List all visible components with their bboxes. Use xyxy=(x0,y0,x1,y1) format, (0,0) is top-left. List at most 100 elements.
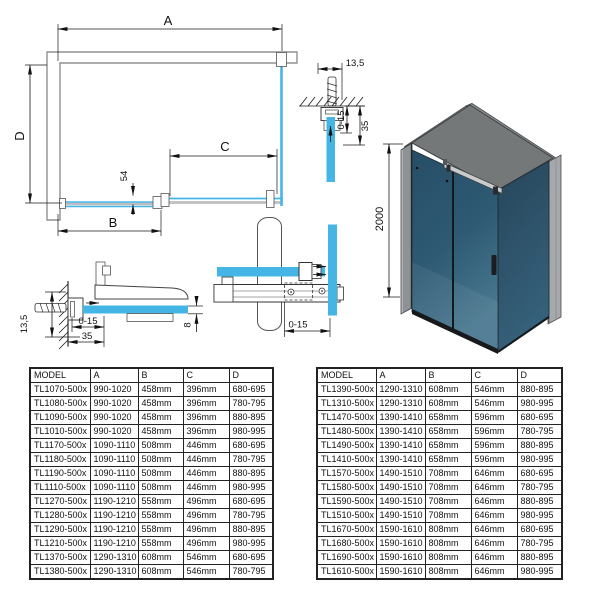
ceiling-detail: 13,5 0-15 35 xyxy=(299,58,371,182)
iso-hinge-dot xyxy=(415,166,419,170)
table-cell: TL1590-500x xyxy=(316,494,377,509)
floor-detail-glass-h xyxy=(217,267,325,277)
table-cell: 608mm xyxy=(137,564,184,580)
table-cell: 646mm xyxy=(470,494,518,509)
table-cell: 446mm xyxy=(182,466,230,481)
table-cell: 396mm xyxy=(182,396,230,411)
table-cell: TL1380-500x xyxy=(29,564,91,580)
dim-015-label: 0-15 xyxy=(336,110,347,129)
dimension-35-top: 35 xyxy=(343,105,371,146)
dim-a-label: A xyxy=(164,13,173,28)
dim-b-label: B xyxy=(109,215,118,230)
table-cell: 646mm xyxy=(470,550,518,565)
table-cell: 1490-1510 xyxy=(375,480,426,495)
table-cell: TL1070-500x xyxy=(29,382,91,397)
table-cell: 780-795 xyxy=(516,536,563,551)
table-cell: 446mm xyxy=(182,452,230,467)
table-cell: TL1270-500x xyxy=(29,494,91,509)
door-mechanism xyxy=(94,261,189,322)
dimension-135-wall: 13,5 xyxy=(19,291,80,338)
iso-right-wall xyxy=(547,154,562,325)
table-cell: TL1190-500x xyxy=(29,466,91,481)
table-cell: 680-695 xyxy=(516,410,563,425)
table-cell: 1090-1110 xyxy=(89,466,139,481)
table-cell: 980-995 xyxy=(516,564,563,580)
dimension-b: B xyxy=(57,210,162,236)
wall-detail-glass xyxy=(83,305,188,314)
dim-54-label: 54 xyxy=(119,171,130,182)
table-cell: 990-1020 xyxy=(89,396,139,411)
table-cell: TL1510-500x xyxy=(316,508,377,523)
table-cell: 880-895 xyxy=(516,550,563,565)
table-cell: 546mm xyxy=(182,564,230,580)
dim-015-wall-label: 0-15 xyxy=(78,316,97,327)
table-cell: 658mm xyxy=(424,452,472,467)
table-cell: 680-695 xyxy=(516,466,563,481)
table-cell: 1190-1210 xyxy=(89,508,139,523)
table-cell: 508mm xyxy=(137,480,184,495)
floor-detail-glass-v xyxy=(328,224,337,316)
table-cell: 708mm xyxy=(424,480,472,495)
table-cell: 658mm xyxy=(424,424,472,439)
table-cell: 708mm xyxy=(424,494,472,509)
dimension-a: A xyxy=(57,13,283,61)
table-cell: 1290-1310 xyxy=(89,550,139,565)
table-cell: 880-895 xyxy=(228,522,274,537)
table-cell: 780-795 xyxy=(228,508,274,523)
table-cell: 780-795 xyxy=(228,564,274,580)
table-cell: 658mm xyxy=(424,438,472,453)
table-cell: 1090-1110 xyxy=(89,438,139,453)
column-header: MODEL xyxy=(316,367,377,383)
table-cell: 980-995 xyxy=(516,396,563,411)
table-cell: TL1170-500x xyxy=(29,438,91,453)
table-cell: 808mm xyxy=(424,522,472,537)
table-cell: 646mm xyxy=(470,536,518,551)
table-cell: 458mm xyxy=(137,382,184,397)
table-cell: 1490-1510 xyxy=(375,508,426,523)
table-cell: 396mm xyxy=(182,410,230,425)
table-cell: 1390-1410 xyxy=(375,410,426,425)
dimension-c: C xyxy=(169,139,278,196)
table-cell: 558mm xyxy=(137,508,184,523)
iso-bottom-rail-front xyxy=(412,309,498,354)
dim-135-label: 13,5 xyxy=(346,58,365,69)
column-header: D xyxy=(516,367,563,383)
wall-screw-icon xyxy=(34,302,67,313)
table-cell: 558mm xyxy=(137,494,184,509)
column-header: B xyxy=(424,367,472,383)
column-header: C xyxy=(470,367,518,383)
table-cell: 496mm xyxy=(182,494,230,509)
table-cell: 1490-1510 xyxy=(375,466,426,481)
iso-view xyxy=(400,103,562,354)
table-cell: 508mm xyxy=(137,452,184,467)
table-cell: 596mm xyxy=(470,410,518,425)
table-cell: 458mm xyxy=(137,410,184,425)
table-cell: TL1470-500x xyxy=(316,410,377,425)
table-cell: 1190-1210 xyxy=(89,494,139,509)
table-cell: 708mm xyxy=(424,466,472,481)
dimension-54: 54 xyxy=(119,171,135,215)
table-cell: 1090-1110 xyxy=(89,480,139,495)
column-header: A xyxy=(89,367,139,383)
table-cell: 596mm xyxy=(470,424,518,439)
column-header: D xyxy=(228,367,274,383)
table-cell: 646mm xyxy=(470,508,518,523)
table-cell: 608mm xyxy=(424,382,472,397)
table-cell: 608mm xyxy=(424,396,472,411)
table-cell: TL1370-500x xyxy=(29,550,91,565)
